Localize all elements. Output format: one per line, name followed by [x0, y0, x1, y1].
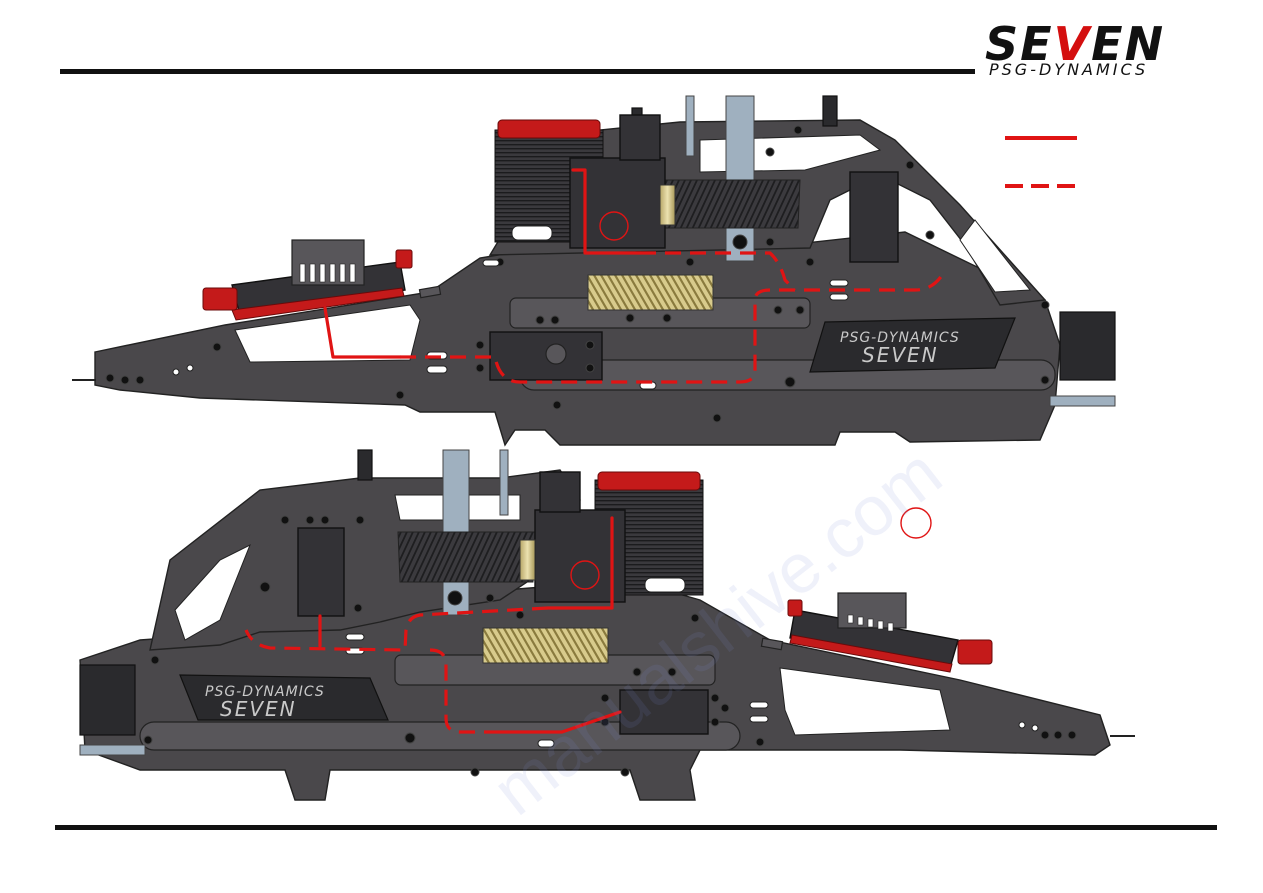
brand-subtitle: PSG-DYNAMICS — [989, 60, 1149, 79]
top-logo-plate — [809, 317, 1016, 373]
top-tail-rod — [1049, 395, 1116, 407]
bottom-logo-line1: PSG-DYNAMICS — [205, 684, 325, 700]
top-servo-horn — [545, 343, 567, 365]
bottom-holes — [345, 633, 1039, 748]
top-bolts — [105, 125, 1050, 423]
bottom-frame-cutout-1 — [779, 667, 951, 736]
top-tail-boom — [1059, 311, 1116, 381]
top-motor-cutout — [511, 225, 553, 241]
bottom-motor-cap — [597, 471, 701, 491]
bottom-logo-line2: SEVEN — [220, 697, 297, 721]
top-wire-dashed-2 — [640, 251, 797, 292]
bottom-wire-dashed-1 — [244, 606, 549, 652]
top-logo-line2: SEVEN — [862, 343, 939, 367]
bottom-wire-solid-1 — [546, 516, 614, 610]
bottom-marker-circle — [570, 560, 600, 590]
top-brass-pinion — [659, 184, 676, 226]
bottom-brass-pinion — [519, 539, 536, 581]
top-frame-cutout-1 — [234, 304, 421, 363]
top-wire-dashed-1 — [400, 269, 947, 384]
top-main-shaft — [725, 95, 755, 262]
top-marker-circle — [599, 211, 629, 241]
seven-logo: SEVEN PSG-DYNAMICS — [975, 20, 1225, 82]
top-esc-red-base — [231, 287, 405, 321]
bottom-tail-boom — [79, 664, 136, 736]
top-rod-right — [822, 95, 838, 127]
header-rule — [60, 69, 975, 74]
top-holes — [172, 259, 849, 390]
bottom-tail-rod — [79, 744, 146, 756]
bottom-brass-gear — [482, 627, 609, 664]
brand-name: SEVEN — [985, 17, 1166, 71]
top-mount-bracket — [619, 114, 661, 161]
bottom-esc-pins — [847, 614, 894, 632]
bottom-esc-red-end — [787, 599, 803, 617]
top-brass-gear — [587, 274, 714, 311]
top-esc-red-end — [395, 249, 413, 269]
bottom-front-servo — [619, 689, 709, 735]
bottom-view: PSG-DYNAMICS SEVEN — [79, 449, 1135, 801]
bottom-bottom-rail — [139, 721, 741, 751]
top-side-tab — [418, 285, 442, 299]
top-main-gear — [659, 179, 801, 229]
bottom-wire-dashed-2 — [429, 648, 500, 734]
bottom-mount-bracket — [539, 471, 581, 513]
footer-rule — [55, 825, 1217, 830]
bottom-bolts — [143, 515, 1077, 777]
top-frame-cutout-2 — [959, 219, 1031, 293]
bottom-motor-mount — [534, 509, 626, 603]
bottom-side-tab — [760, 637, 784, 651]
top-motor-cap — [497, 119, 601, 139]
top-rear-servo — [849, 171, 899, 263]
bottom-esc-red-base — [789, 634, 953, 673]
bottom-esc-red-cap — [957, 639, 993, 665]
top-wire-solid-1 — [323, 306, 402, 359]
side-marker-circle — [900, 507, 932, 539]
top-linkage-rod — [685, 95, 695, 157]
top-view: PSG-DYNAMICS SEVEN — [72, 95, 1116, 447]
bottom-rod-left — [357, 449, 373, 481]
bottom-linkage-rod — [499, 449, 509, 516]
legend — [1005, 136, 1077, 188]
bottom-main-gear — [397, 531, 536, 583]
bottom-wire-solid-2 — [498, 710, 622, 734]
bottom-logo-plate — [179, 674, 389, 721]
top-esc-red-cap — [202, 287, 238, 311]
bottom-motor-cutout — [644, 577, 686, 593]
top-logo-line1: PSG-DYNAMICS — [840, 330, 960, 346]
top-esc-pins — [299, 263, 356, 283]
top-wire-solid-2 — [571, 168, 642, 255]
bottom-frame-cutout-2 — [174, 543, 251, 641]
bottom-rear-servo — [297, 527, 345, 617]
